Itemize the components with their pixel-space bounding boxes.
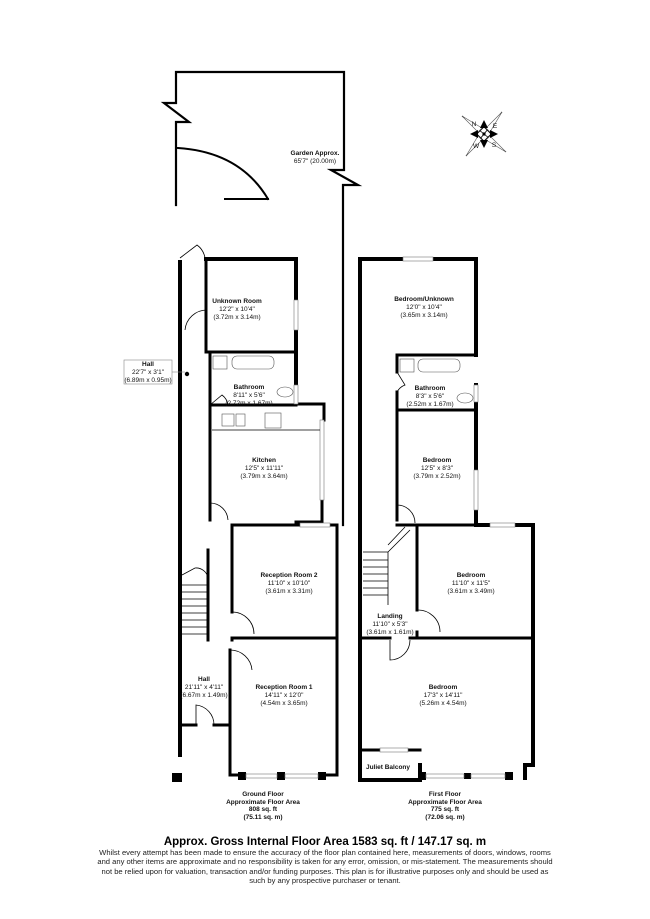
garden-label: Garden Approx. xyxy=(291,150,340,157)
room-label-text: (2.72m x 1.67m) xyxy=(225,400,272,407)
room-kitchen: Kitchen 12'5" x 11'11" (3.79m x 3.64m) xyxy=(240,457,287,480)
room-label-text: E xyxy=(493,123,498,130)
room-label-text: 808 sq. ft xyxy=(249,806,278,813)
room-label-text: Kitchen xyxy=(252,457,276,464)
room-label-text: (4.54m x 3.65m) xyxy=(260,700,307,707)
room-reception-room-2: Reception Room 2 11'10" x 10'10" (3.61m … xyxy=(260,572,317,595)
first-floor-stairs xyxy=(363,526,411,605)
room-label-text: (3.61m x 1.61m) xyxy=(366,629,413,636)
room-label-text: (3.65m x 3.14m) xyxy=(400,312,447,319)
room-label-text: (2.52m x 1.67m) xyxy=(406,401,453,408)
ground-floor-caption: Ground Floor Approximate Floor Area 808 … xyxy=(226,791,300,821)
room-label-text: Bedroom xyxy=(423,457,452,464)
ground-floor-windows xyxy=(245,299,331,779)
room-label-text: (3.61m x 3.49m) xyxy=(447,588,494,595)
side-hall-label: Hall 22'7" x 3'1" (6.89m x 0.95m) xyxy=(123,359,185,385)
room-label-text: S xyxy=(492,142,497,149)
room-label-text: Approximate Floor Area xyxy=(408,799,482,806)
room-reception-room-1: Reception Room 1 14'11" x 12'0" (4.54m x… xyxy=(255,684,312,707)
room-label-text: 12'2" x 10'4" xyxy=(219,306,255,313)
room-bedroom-middle: Bedroom 12'5" x 8'3" (3.79m x 2.52m) xyxy=(413,457,460,480)
room-label-text: 12'0" x 10'4" xyxy=(406,304,442,311)
room-label-text: 21'11" x 4'11" xyxy=(185,684,224,691)
room-label-text: First Floor xyxy=(429,791,462,798)
room-label-text: Ground Floor xyxy=(242,791,284,798)
disclaimer-text: Whilst every attempt has been made to en… xyxy=(97,848,553,885)
footer: Approx. Gross Internal Floor Area 1583 s… xyxy=(95,836,555,885)
first-floor-walls xyxy=(358,257,535,782)
room-label-text: 11'10" x 11'5" xyxy=(452,580,491,587)
room-label-text: 22'7" x 3'1" xyxy=(132,369,165,376)
room-landing: Landing 11'10" x 5'3" (3.61m x 1.61m) xyxy=(366,613,413,636)
room-label-text: Approximate Floor Area xyxy=(226,799,300,806)
room-label-text: (3.72m x 3.14m) xyxy=(213,314,260,321)
room-label-text: Bedroom xyxy=(457,572,486,579)
room-label-text: Reception Room 1 xyxy=(255,684,312,691)
first-floor-windows xyxy=(379,256,516,779)
room-label-text: Bathroom xyxy=(234,384,265,391)
room-label-text: Landing xyxy=(377,613,402,620)
ground-floor-walls xyxy=(172,257,339,782)
room-bedroom-front: Bedroom 17'3" x 14'11" (5.26m x 4.54m) xyxy=(419,684,466,707)
room-label-text: (3.79m x 2.52m) xyxy=(413,473,460,480)
room-label-text: (3.79m x 3.64m) xyxy=(240,473,287,480)
room-label-text: Bathroom xyxy=(415,385,446,392)
ground-floor-fixtures xyxy=(184,355,320,431)
room-label-text: (5.26m x 4.54m) xyxy=(419,700,466,707)
room-label-text: (75.11 sq. m) xyxy=(243,814,282,821)
gross-area-title: Approx. Gross Internal Floor Area 1583 s… xyxy=(163,836,487,848)
room-ground-bathroom: Bathroom 8'11" x 5'6" (2.72m x 1.67m) xyxy=(225,384,272,407)
room-label-text: 17'3" x 14'11" xyxy=(424,692,463,699)
compass-rose-icon: N S E W xyxy=(461,111,507,157)
ground-floor-doors xyxy=(179,244,255,726)
room-label-text: Reception Room 2 xyxy=(260,572,317,579)
room-hall: Hall 21'11" x 4'11" (6.67m x 1.49m) xyxy=(180,676,227,699)
room-label-text: (6.89m x 0.95m) xyxy=(124,377,171,384)
room-label-text: (72.06 sq. m) xyxy=(425,814,464,821)
first-floor-caption: First Floor Approximate Floor Area 775 s… xyxy=(408,791,482,821)
room-label-text: 11'10" x 5'3" xyxy=(372,621,408,628)
garden-dims: 65'7" (20.00m) xyxy=(294,158,336,165)
juliet-balcony-label: Juliet Balcony xyxy=(366,764,410,771)
room-label-text: 8'11" x 5'6" xyxy=(233,392,265,399)
room-label-text: N xyxy=(472,121,477,128)
first-floor-doors xyxy=(389,371,441,661)
room-label-text: Unknown Room xyxy=(212,298,262,305)
room-label-text: (6.67m x 1.49m) xyxy=(180,692,227,699)
first-floor-fixtures xyxy=(399,358,474,404)
room-first-bathroom: Bathroom 8'3" x 5'6" (2.52m x 1.67m) xyxy=(406,385,453,408)
room-label-text: W xyxy=(473,143,480,150)
room-label-text: Hall xyxy=(142,361,154,368)
room-label-text: 8'3" x 5'6" xyxy=(416,393,445,400)
room-label-text: Hall xyxy=(198,676,210,683)
room-bedroom-rear: Bedroom 11'10" x 11'5" (3.61m x 3.49m) xyxy=(447,572,494,595)
room-label-text: Bedroom xyxy=(429,684,458,691)
room-label-text: 775 sq. ft xyxy=(431,806,460,813)
room-label-text: Bedroom/Unknown xyxy=(394,296,454,303)
room-bedroom-unknown: Bedroom/Unknown 12'0" x 10'4" (3.65m x 3… xyxy=(394,296,454,319)
room-label-text: 11'10" x 10'10" xyxy=(268,580,311,587)
room-label-text: 14'11" x 12'0" xyxy=(265,692,304,699)
ground-floor-stairs xyxy=(182,584,208,635)
room-unknown-room: Unknown Room 12'2" x 10'4" (3.72m x 3.14… xyxy=(212,298,262,321)
room-label-text: 12'5" x 8'3" xyxy=(421,465,454,472)
room-label-text: (3.61m x 3.31m) xyxy=(265,588,312,595)
room-label-text: 12'5" x 11'11" xyxy=(245,465,284,472)
garden-outline xyxy=(160,70,363,527)
